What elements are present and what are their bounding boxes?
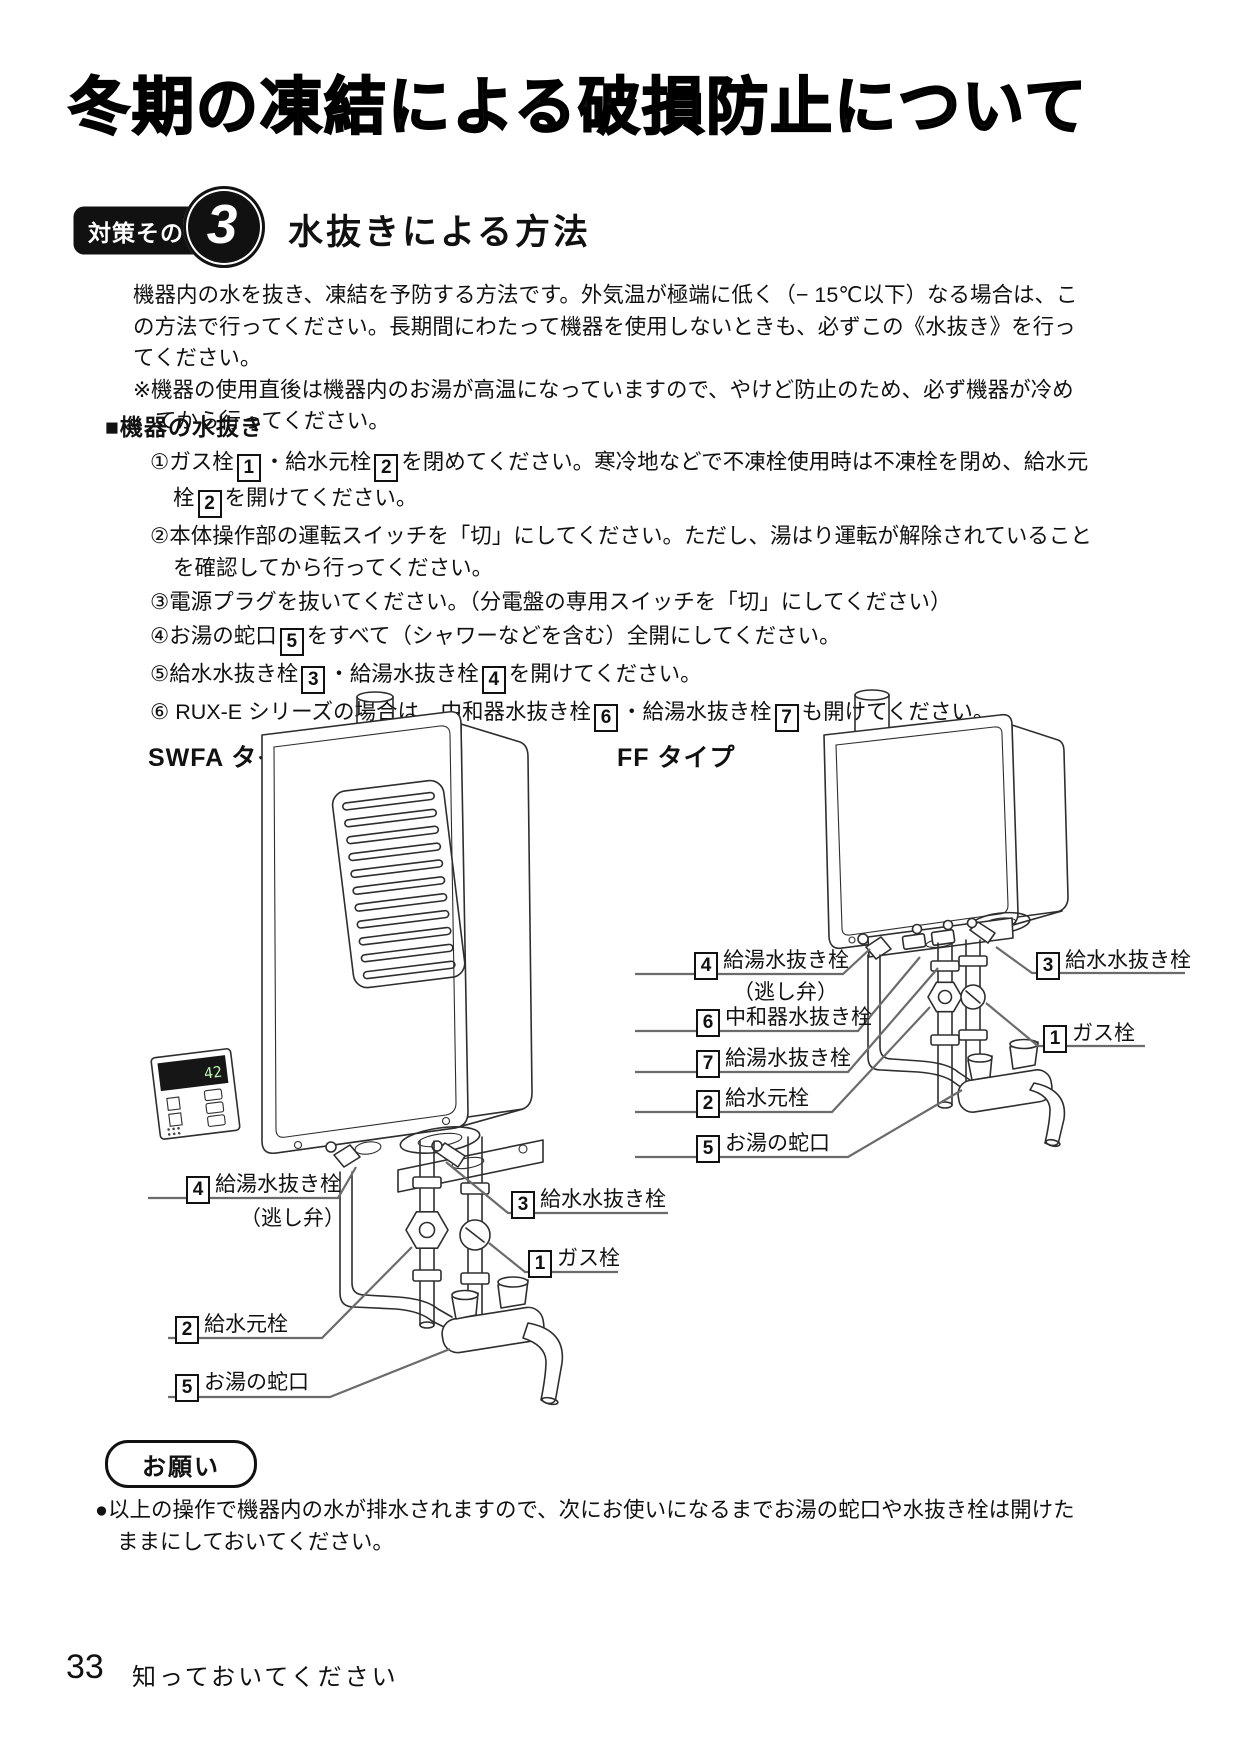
part-ref-box: 2	[197, 490, 222, 518]
drain-section-heading: ■機器の水抜き	[105, 414, 264, 440]
request-note-text: ●以上の操作で機器内の水が排水されますので、次にお使いになるまでお湯の蛇口や水抜…	[95, 1498, 1075, 1554]
section-heading: 水抜きによる方法	[288, 213, 591, 252]
bullet-icon: ●	[95, 1498, 108, 1522]
part-ref-box: 7	[774, 704, 799, 732]
ff-heater-illustration	[823, 689, 1069, 1148]
intro-block: 機器内の水を抜き、凍結を予防する方法です。外気温が極端に低く（− 15℃以下）な…	[133, 280, 1085, 438]
intro-note: ※機器の使用直後は機器内のお湯が高温になっていますので、やけど防止のため、必ず機…	[133, 377, 1074, 434]
page-number: 33	[66, 1648, 104, 1686]
request-note-title: お願い	[105, 1440, 257, 1488]
measure-badge-number: 3	[206, 193, 238, 255]
footer-section-title: 知っておいてください	[132, 1664, 399, 1691]
part-ref-box: 5	[279, 628, 304, 656]
swfa-label-relief-valve-sub: （逃し弁）	[240, 1207, 345, 1230]
procedure-step: ③電源プラグを抜いてください。（分電盤の専用スイッチを「切」にしてください）	[150, 590, 952, 614]
part-number-box: 4	[186, 1176, 210, 1204]
measure-badge-circle: 3	[183, 186, 265, 268]
procedure-step: ②本体操作部の運転スイッチを「切」にしてください。ただし、湯はり運転が解除されて…	[150, 524, 1092, 580]
page-title: 冬期の凍結による破損防止について	[67, 72, 1089, 143]
part-ref-box: 3	[301, 666, 326, 694]
part-ref-box: 4	[481, 666, 506, 694]
swfa-heater-illustration: 42	[150, 691, 564, 1406]
part-ref-box: 6	[594, 704, 619, 732]
panel-display-value: 42	[203, 1063, 223, 1083]
part-ref-box: 2	[374, 454, 399, 482]
measure-badge-label: 対策その	[88, 219, 184, 246]
part-ref-box: 1	[236, 454, 261, 482]
ff-label-relief-valve-sub: （逃し弁）	[733, 981, 838, 1004]
ff-diagram-heading: FF タイプ	[617, 744, 736, 772]
control-panel: 42	[150, 1048, 241, 1140]
swfa-leader-lines	[148, 1161, 668, 1399]
intro-paragraph: 機器内の水を抜き、凍結を予防する方法です。外気温が極端に低く（− 15℃以下）な…	[133, 283, 1078, 370]
vent-louvers	[331, 779, 466, 989]
